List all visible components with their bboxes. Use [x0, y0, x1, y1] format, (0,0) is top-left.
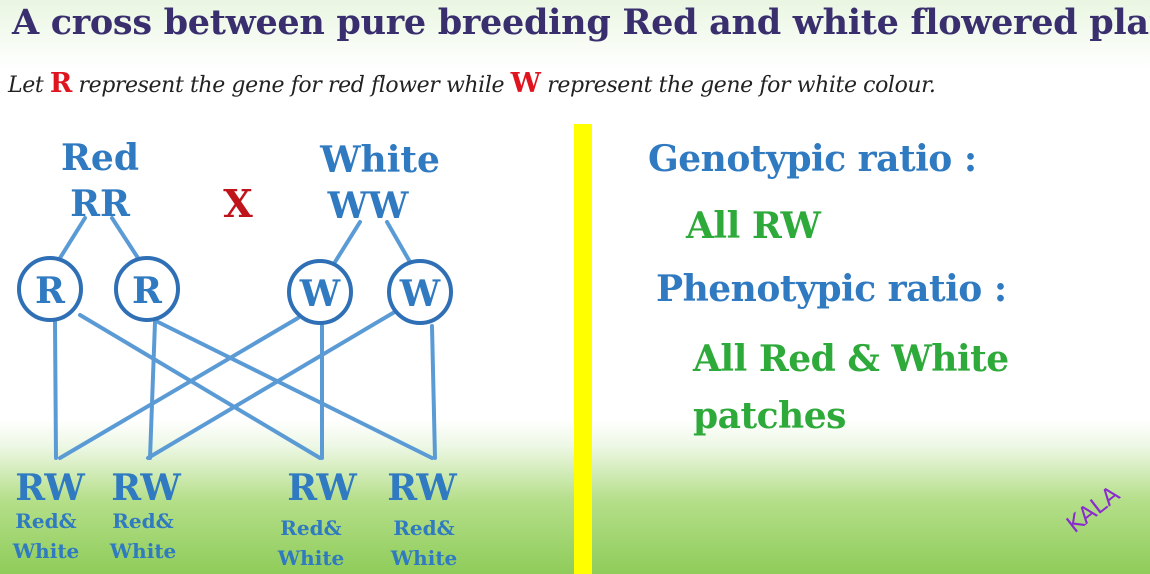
gene-w-symbol: W: [510, 68, 541, 99]
parent-white-label: White: [319, 139, 440, 181]
line-g2-to-o4: [156, 320, 434, 460]
gene-r-symbol: R: [49, 68, 72, 99]
line-g3-to-o1: [58, 316, 300, 460]
subtitle-part3: represent the gene for white colour.: [540, 73, 936, 98]
offspring-genotype-1: RW: [15, 467, 85, 509]
line-rr-to-g1: [58, 216, 87, 260]
page-title: A cross between pure breeding Red and wh…: [12, 2, 1150, 43]
offspring-genotype-4: RW: [387, 467, 457, 509]
line-ww-to-g3: [333, 220, 362, 264]
subtitle-part2: represent the gene for red flower while: [71, 73, 511, 98]
offspring-phenotype-3b: White: [277, 546, 345, 570]
gamete-label-4: W: [399, 273, 441, 315]
subtitle-part1: Let: [8, 73, 50, 98]
offspring-genotype-2: RW: [111, 467, 181, 509]
phenotypic-ratio-label: Phenotypic ratio :: [656, 268, 1007, 310]
parent-red-genotype: RR: [70, 183, 131, 225]
subtitle: Let R represent the gene for red flower …: [8, 68, 936, 99]
line-g2-to-o2: [148, 320, 157, 460]
gamete-label-3: W: [299, 273, 341, 315]
line-g1-to-o3: [78, 313, 322, 460]
gamete-circle-1: [17, 256, 83, 322]
cross-diagram: Red RR White WW X R R W W RW RW RW RW Re…: [12, 137, 458, 570]
offspring-phenotype-2b: White: [109, 539, 177, 563]
offspring-phenotype-3a: Red&: [280, 516, 341, 540]
parent-white-genotype: WW: [327, 185, 409, 227]
line-ww-to-g4: [385, 220, 412, 264]
offspring-phenotype-2a: Red&: [112, 509, 173, 533]
gamete-label-1: R: [35, 270, 66, 312]
parent-red-label: Red: [61, 137, 139, 179]
cross-symbol: X: [223, 181, 253, 226]
offspring-phenotype-4a: Red&: [393, 516, 454, 540]
offspring-phenotype-1b: White: [12, 539, 80, 563]
gamete-circle-2: [114, 256, 180, 322]
author-signature: KALA: [1062, 481, 1125, 539]
genotypic-ratio-label: Genotypic ratio :: [648, 138, 977, 180]
line-g4-to-o2: [146, 308, 400, 460]
genotypic-ratio-value: All RW: [686, 205, 821, 247]
offspring-phenotype-4b: White: [390, 546, 458, 570]
gamete-label-2: R: [132, 270, 163, 312]
offspring-genotype-3: RW: [287, 467, 357, 509]
line-g1-to-o1: [53, 320, 58, 460]
offspring-phenotype-1a: Red&: [15, 509, 76, 533]
line-g4-to-o4: [430, 324, 437, 460]
yellow-divider: [574, 124, 592, 574]
phenotypic-ratio-value-line2: patches: [693, 395, 846, 437]
phenotypic-ratio-value-line1: All Red & White: [693, 338, 1009, 380]
gamete-circle-4: [387, 259, 453, 325]
line-rr-to-g2: [110, 216, 140, 260]
gamete-circle-3: [287, 259, 353, 325]
